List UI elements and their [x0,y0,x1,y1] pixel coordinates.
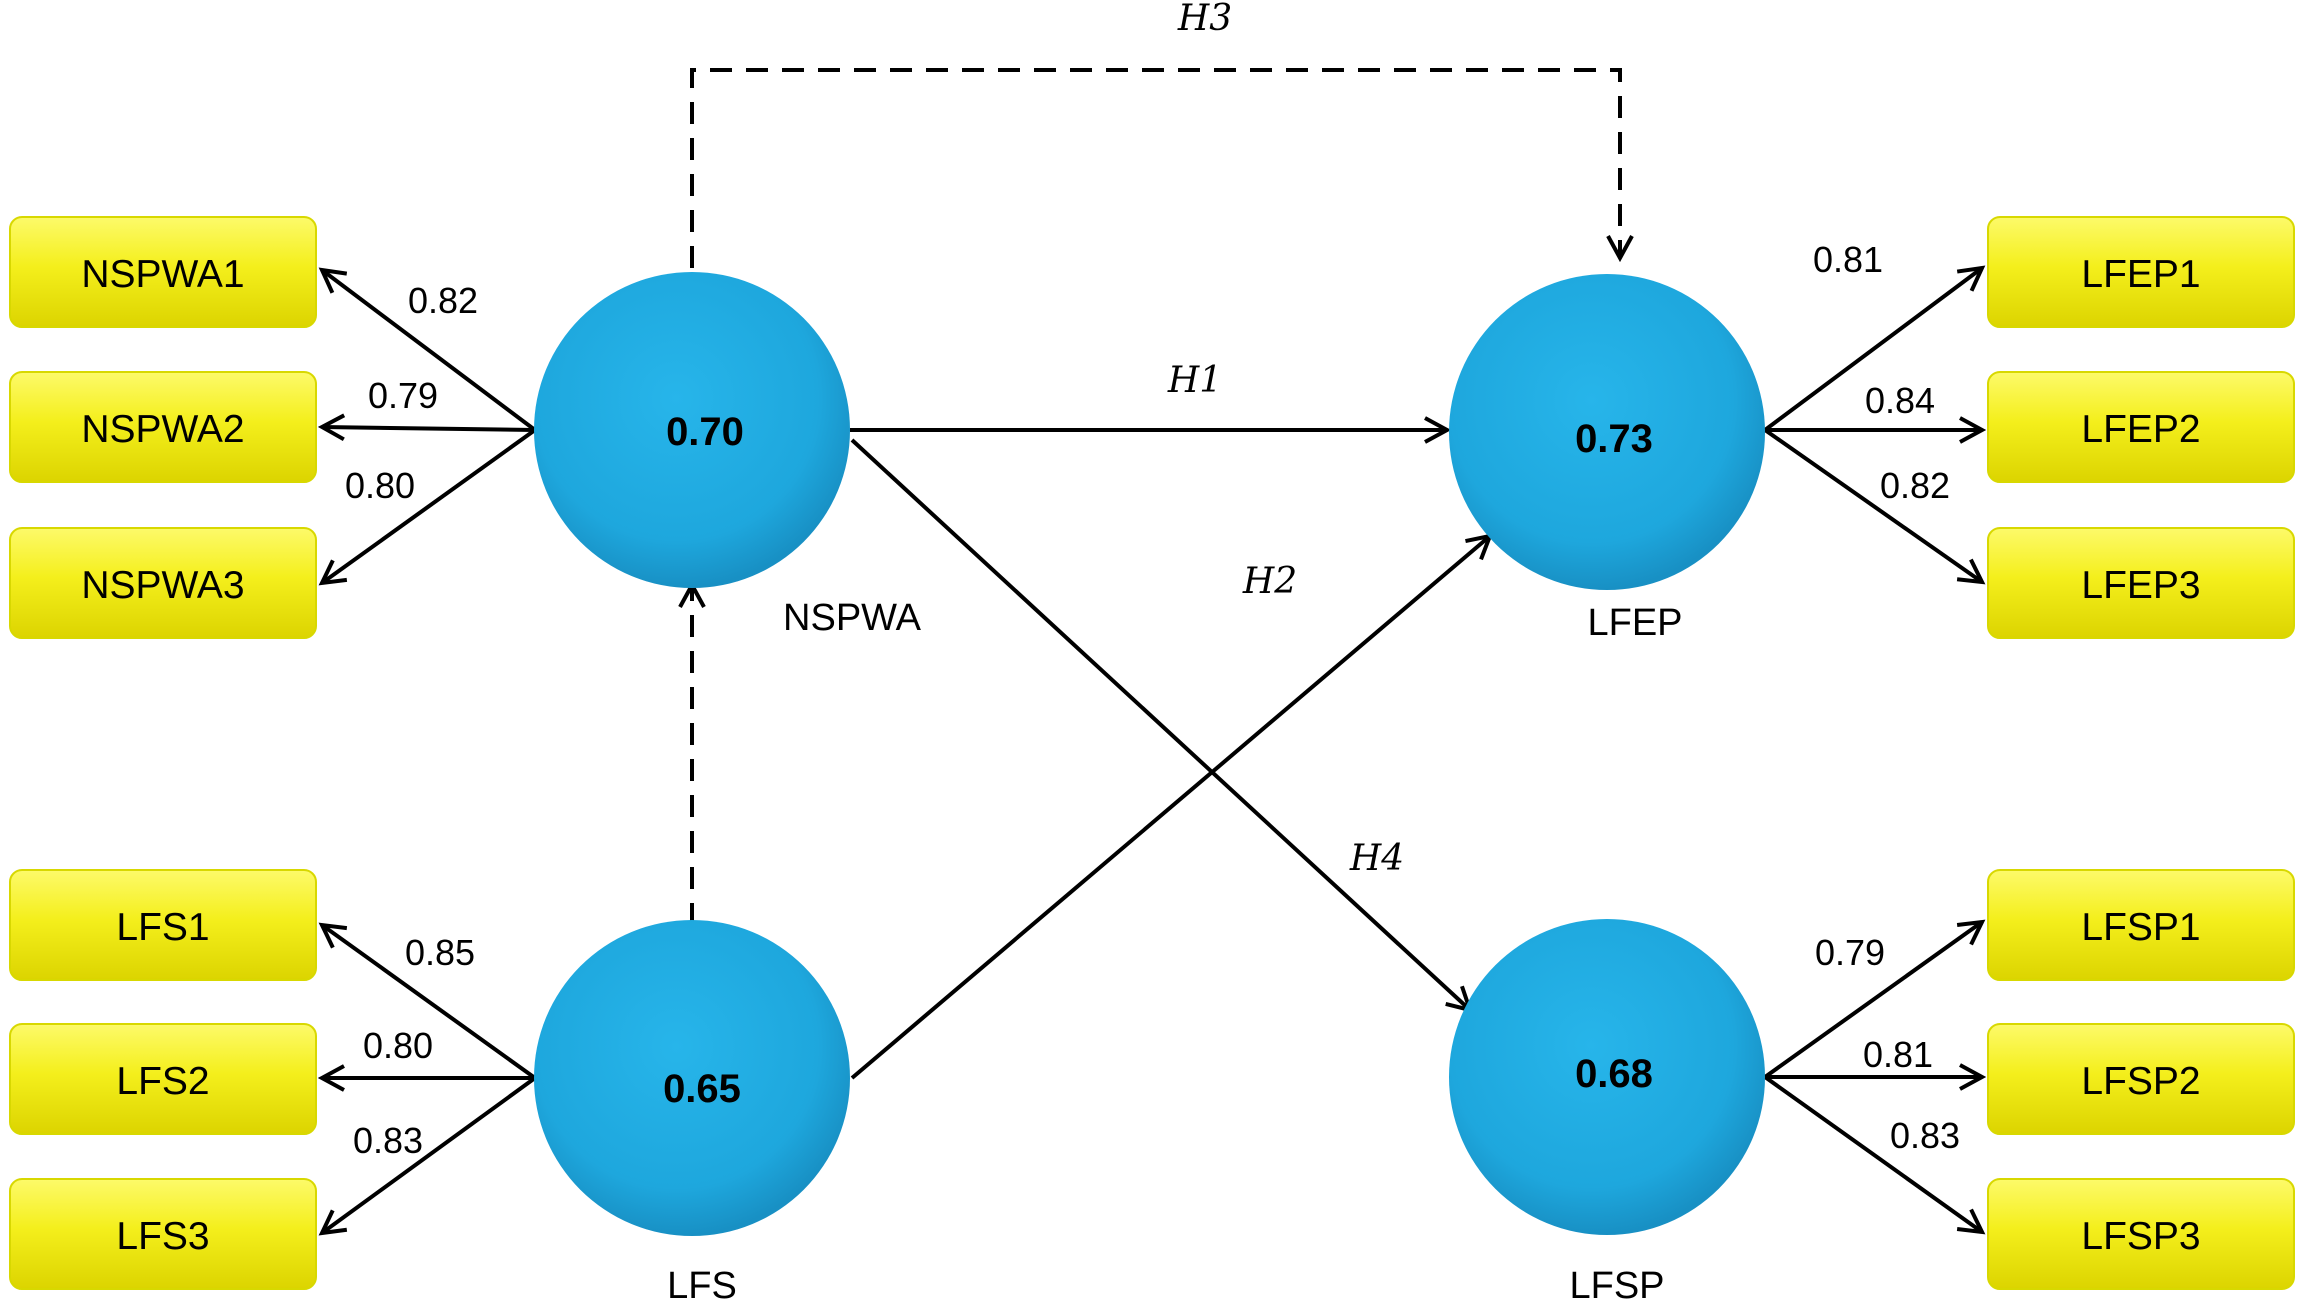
loading-arrow-lfs3 [322,1076,537,1233]
indicator-lfep2: LFEP2 [1987,371,2295,483]
construct-value: 0.70 [666,410,744,454]
indicator-label: LFS1 [116,906,209,949]
loading-lfs2: 0.80 [363,1025,433,1066]
construct-name: LFS [667,1265,737,1307]
loading-lfep2: 0.84 [1865,380,1935,421]
indicator-label: LFEP3 [2081,564,2200,607]
loading-arrow-lfep1 [1763,268,1982,432]
indicator-lfs1: LFS1 [9,869,317,981]
indicator-label: LFEP1 [2081,253,2200,296]
loading-nspwa3: 0.80 [345,465,415,506]
construct-name: LFEP [1587,602,1682,644]
indicator-label: LFSP3 [2081,1215,2200,1258]
construct-name: NSPWA [783,597,922,639]
indicator-lfsp2: LFSP2 [1987,1023,2295,1135]
loading-lfs1: 0.85 [405,932,475,973]
loading-nspwa2: 0.79 [368,375,438,416]
indicator-lfsp1: LFSP1 [1987,869,2295,981]
loading-arrow-nspwa3 [322,428,537,583]
indicator-label: LFS3 [116,1215,209,1258]
construct-nspwa: 0.70 NSPWA [534,272,922,639]
indicator-label: LFEP2 [2081,408,2200,451]
construct-value: 0.65 [663,1067,741,1111]
indicator-label: NSPWA3 [81,564,244,607]
construct-value: 0.73 [1575,417,1653,461]
indicator-label: NSPWA1 [81,253,244,296]
construct-lfsp: 0.68 LFSP [1449,919,1765,1307]
indicator-lfep1: LFEP1 [1987,216,2295,328]
hypothesis-h3-label: H3 [1177,0,1232,39]
hypothesis-h4-label: H4 [1349,838,1404,879]
indicator-nspwa1: NSPWA1 [9,216,317,328]
indicator-label: LFS2 [116,1060,209,1103]
hypothesis-h2-label: H2 [1242,561,1297,602]
indicator-label: LFSP1 [2081,906,2200,949]
hypothesis-h1-label: H1 [1167,360,1222,401]
loading-lfsp3: 0.83 [1890,1115,1960,1156]
loading-arrow-lfs1 [322,925,537,1080]
construct-lfep: 0.73 LFEP [1449,274,1765,644]
construct-name: LFSP [1569,1265,1664,1307]
loading-lfep1: 0.81 [1813,239,1883,280]
loading-arrow-lfsp3 [1763,1075,1982,1232]
construct-lfs: 0.65 LFS [534,920,850,1307]
loading-lfsp1: 0.79 [1815,932,1885,973]
loading-arrow-lfep3 [1763,428,1982,582]
path-h2-arrow [850,536,1490,1080]
loading-arrow-nspwa2 [322,427,536,430]
path-h4-arrow [850,438,1470,1010]
path-h3-dashed-arrow [690,68,1620,268]
indicator-lfsp3: LFSP3 [1987,1178,2295,1290]
indicator-lfs2: LFS2 [9,1023,317,1135]
indicator-label: LFSP2 [2081,1060,2200,1103]
indicator-lfs3: LFS3 [9,1178,317,1290]
loading-arrow-nspwa1 [322,270,537,432]
indicator-nspwa2: NSPWA2 [9,371,317,483]
loading-lfsp2: 0.81 [1863,1034,1933,1075]
indicator-lfep3: LFEP3 [1987,527,2295,639]
construct-value: 0.68 [1575,1052,1653,1096]
loading-arrow-lfsp1 [1763,922,1982,1079]
loading-lfs3: 0.83 [353,1120,423,1161]
loading-lfep3: 0.82 [1880,465,1950,506]
indicator-nspwa3: NSPWA3 [9,527,317,639]
indicator-label: NSPWA2 [81,408,244,451]
loading-nspwa1: 0.82 [408,280,478,321]
